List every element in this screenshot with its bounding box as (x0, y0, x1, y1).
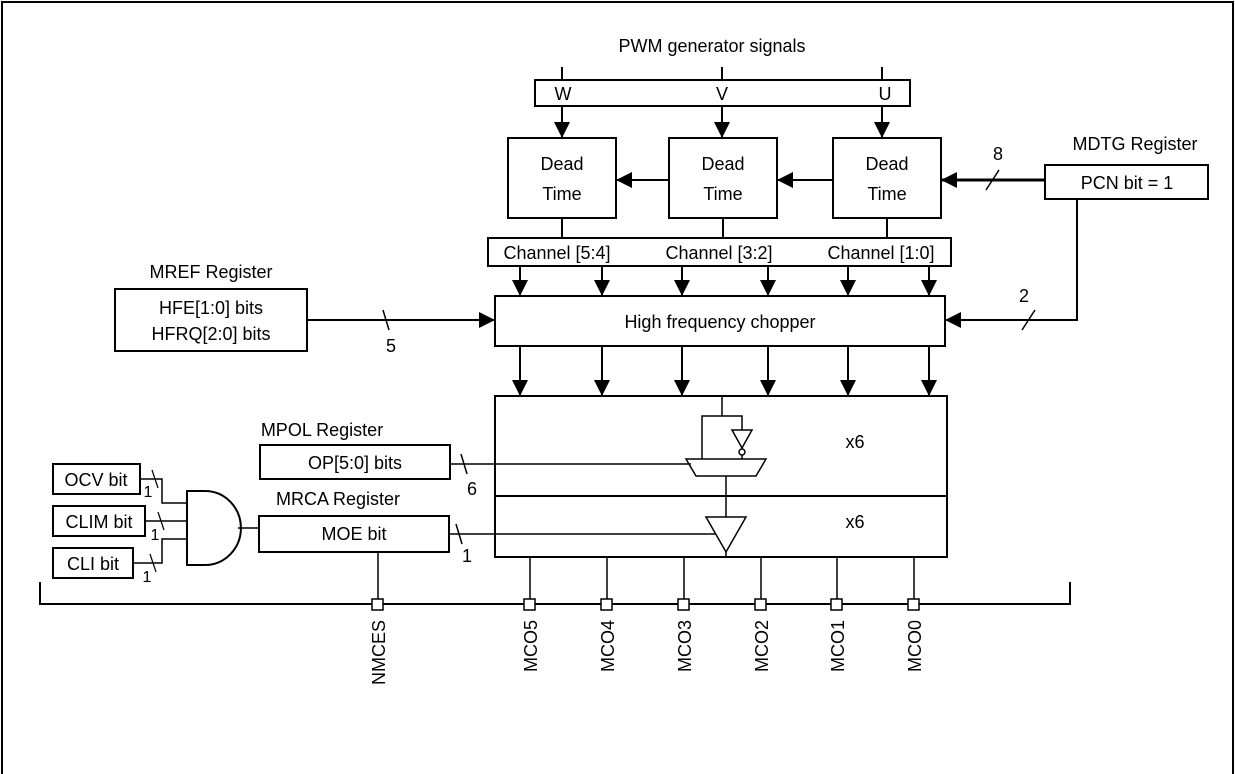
dead-time-label: Dead (865, 154, 908, 174)
mdtg-pcn-label: PCN bit = 1 (1081, 173, 1174, 193)
phase-v-label: V (716, 84, 728, 104)
polarity-mux (684, 396, 768, 517)
mrca-bus-width: 1 (462, 546, 472, 566)
pin-label-mco5: MCO5 (521, 620, 541, 672)
bus-slash (455, 523, 463, 545)
dead-time-label: Dead (540, 154, 583, 174)
chopper-to-output-arrows (512, 346, 937, 396)
channel-label-5-4: Channel [5:4] (503, 243, 610, 263)
gate-input-wires (133, 478, 187, 564)
chopper-bus-width: 2 (1019, 286, 1029, 306)
mrca-moe-label: MOE bit (321, 524, 386, 544)
and-gate (186, 490, 242, 566)
chopper-block (494, 295, 946, 347)
mref-box (114, 288, 308, 352)
cli-width: 1 (143, 569, 152, 586)
bus-slash (1021, 309, 1036, 331)
mdtg-pcn-box (1044, 164, 1209, 200)
pin-bus (39, 582, 1071, 605)
phase-u-label: U (879, 84, 892, 104)
mref-hfrq-label: HFRQ[2:0] bits (151, 324, 270, 344)
dead-time-label: Dead (701, 154, 744, 174)
channel-label-1-0: Channel [1:0] (827, 243, 934, 263)
dead-time-block-v: Dead Time (668, 137, 778, 219)
pin-label-mco2: MCO2 (752, 620, 772, 672)
mref-hfe-label: HFE[1:0] bits (159, 298, 263, 318)
ocv-bit-box (52, 463, 141, 495)
mrca-title: MRCA Register (276, 489, 400, 509)
pwm-to-deadtime-arrows (554, 106, 890, 138)
mpol-title: MPOL Register (261, 420, 383, 440)
pwm-title: PWM generator signals (618, 36, 805, 56)
pin-label-mco3: MCO3 (675, 620, 695, 672)
phase-w-label: W (555, 84, 572, 104)
mdtg-to-chopper-bus (945, 199, 1078, 328)
cli-bit-box (52, 547, 134, 579)
pin-label-nmces: NMCES (369, 620, 389, 685)
mref-title: MREF Register (149, 262, 272, 282)
pin-label-mco0: MCO0 (905, 620, 925, 672)
channel-groups (487, 218, 952, 267)
dead-time-label: Time (703, 184, 742, 204)
bus-slash (460, 453, 468, 475)
clim-bit-label: CLIM bit (65, 512, 132, 532)
pin-pads (371, 598, 920, 611)
ocv-bit-label: OCV bit (64, 470, 127, 490)
clim-bit-box (52, 505, 146, 537)
mpol-box (259, 444, 451, 480)
clim-width: 1 (151, 527, 160, 544)
bus-slash (382, 309, 390, 331)
mpol-op-label: OP[5:0] bits (308, 453, 402, 473)
mpol-bus-width: 6 (467, 479, 477, 499)
bus-slash (985, 169, 1000, 191)
channel-label-3-2: Channel [3:2] (665, 243, 772, 263)
pin-wires (377, 552, 915, 600)
multiplier-bottom: x6 (845, 512, 864, 532)
chopper-label: High frequency chopper (624, 312, 815, 332)
dead-time-block-u: Dead Time (832, 137, 942, 219)
ocv-width: 1 (144, 484, 153, 501)
mref-bus-width: 5 (386, 336, 396, 356)
cli-bit-label: CLI bit (67, 554, 119, 574)
mdtg-title: MDTG Register (1072, 134, 1197, 154)
dead-time-label: Time (542, 184, 581, 204)
dead-time-label: Time (867, 184, 906, 204)
pin-label-mco4: MCO4 (598, 620, 618, 672)
pin-label-mco1: MCO1 (828, 620, 848, 672)
channel-to-chopper-arrows (512, 266, 937, 296)
mdtg-bus-width: 8 (993, 144, 1003, 164)
gate-input-slashes (149, 469, 165, 573)
dead-time-block-w: Dead Time (507, 137, 617, 219)
multiplier-top: x6 (845, 432, 864, 452)
